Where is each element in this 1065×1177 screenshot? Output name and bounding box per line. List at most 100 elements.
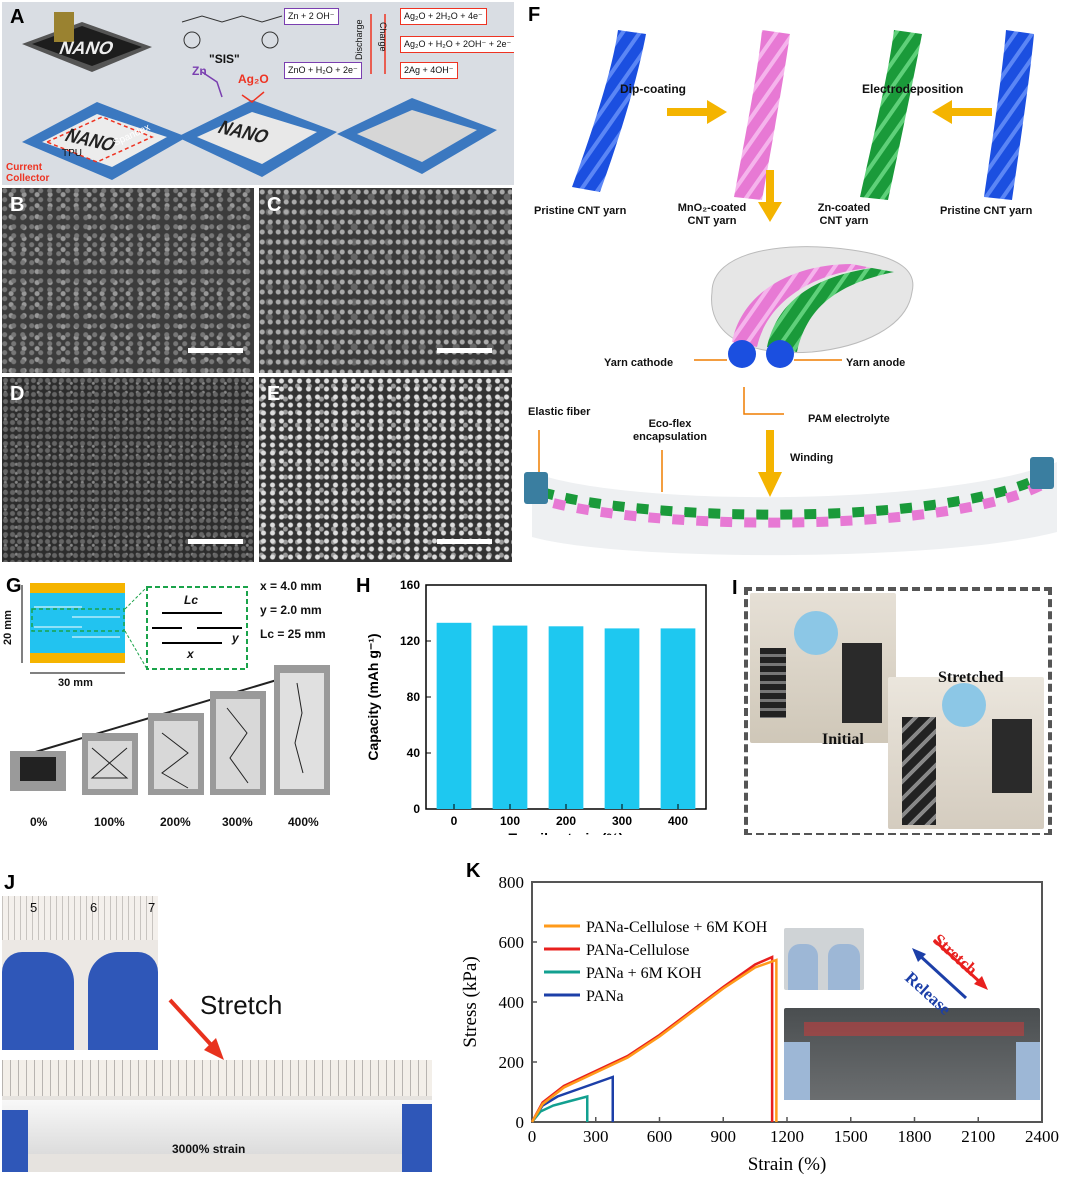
g-y-text: y = 2.0 mm xyxy=(260,603,322,617)
panel-a-tpu: TPU xyxy=(62,148,82,159)
yarn-pristine-right xyxy=(984,30,1034,200)
panel-a-current-collector: Current Collector xyxy=(6,162,50,184)
reaction-anode-2: ZnO + H₂O + 2e⁻ xyxy=(284,62,362,79)
g-x-text: x = 4.0 mm xyxy=(260,579,322,593)
battery-left xyxy=(760,648,786,718)
panel-e: E xyxy=(259,377,512,562)
ruler-bottom xyxy=(2,1060,432,1096)
panel-f-label: F xyxy=(528,4,541,26)
panel-i: I Initial Stretched xyxy=(732,573,1062,835)
label-pristine-left: Pristine CNT yarn xyxy=(534,205,627,217)
label-yarn-anode: Yarn anode xyxy=(846,357,906,369)
k-photo-glove-1 xyxy=(788,944,818,990)
panel-a: A NANO NANO NANO "SIS" TPU Spandex Curre… xyxy=(2,2,514,185)
h-ytick-label-2: 80 xyxy=(407,690,421,704)
panel-b: B xyxy=(2,188,254,373)
reaction-charge: Charge xyxy=(378,22,388,52)
panel-h: H 040801201600100200300400Tensile strain… xyxy=(356,573,726,835)
panel-h-label: H xyxy=(356,575,371,597)
panel-a-label: A xyxy=(10,6,25,28)
k-xtick-label-6: 1800 xyxy=(898,1127,932,1146)
g-y: y xyxy=(232,631,239,645)
panel-c-scale-bar xyxy=(437,348,492,353)
glove-bottom-right xyxy=(402,1104,432,1172)
glove-bottom-left xyxy=(2,1110,28,1172)
panel-g-label: G xyxy=(6,575,22,597)
g-strain-400: 400% xyxy=(288,815,319,829)
h-bar-0 xyxy=(436,622,472,809)
h-ytick-label-4: 160 xyxy=(400,578,420,592)
chart-h: 040801201600100200300400Tensile strain (… xyxy=(365,578,707,835)
panel-b-scale-bar xyxy=(188,348,243,353)
stretch-arrow xyxy=(168,998,224,1060)
k-xtick-label-5: 1500 xyxy=(834,1127,868,1146)
k-photo-glove-2 xyxy=(828,944,860,990)
panel-c: C xyxy=(259,188,512,373)
panel-j-label: J xyxy=(4,872,16,894)
panel-b-label: B xyxy=(10,194,25,216)
reaction-cathode-3: 2Ag + 4OH⁻ xyxy=(400,62,458,79)
k-legend-label-pana-6m-koh: PANa + 6M KOH xyxy=(586,965,702,982)
label-3000-strain: 3000% strain xyxy=(172,1142,246,1156)
reaction-anode-1: Zn + 2 OH⁻ xyxy=(284,8,339,25)
label-yarn-cathode: Yarn cathode xyxy=(604,357,674,369)
label-zn-coated: Zn-coated CNT yarn xyxy=(817,202,871,227)
h-bar-300 xyxy=(604,628,640,809)
g-strain-100: 100% xyxy=(94,815,125,829)
k-ytick-label-3: 600 xyxy=(499,933,525,952)
g-strain-0: 0% xyxy=(30,815,48,829)
panel-a-sis: "SIS" xyxy=(209,52,240,66)
h-bar-100 xyxy=(492,625,528,809)
glove-right xyxy=(88,952,158,1050)
wound-spring xyxy=(540,472,1045,528)
k-xtick-label-0: 0 xyxy=(528,1127,537,1146)
panel-a-nano-1: NANO xyxy=(56,38,117,58)
k-photo-glove-4 xyxy=(1016,1042,1040,1100)
panel-e-scale-bar xyxy=(437,539,492,544)
h-xlabel: Tensile strain (%) xyxy=(509,830,624,835)
k-ytick-label-2: 400 xyxy=(499,993,525,1012)
h-xtick-label-100: 100 xyxy=(500,814,520,828)
k-ylabel: Stress (kPa) xyxy=(460,956,481,1047)
k-photo-glove-3 xyxy=(784,1042,810,1100)
k-xtick-label-1: 300 xyxy=(583,1127,609,1146)
panel-a-zn: Zn xyxy=(192,64,207,78)
g-lc-text: Lc = 25 mm xyxy=(260,627,326,641)
g-x: x xyxy=(187,647,194,661)
panel-k-label: K xyxy=(466,860,481,882)
g-width: 30 mm xyxy=(58,677,93,689)
photo-stretched xyxy=(888,677,1044,829)
panel-f-schematic xyxy=(524,30,1057,556)
ruler-mark-6: 6 xyxy=(90,900,98,915)
h-ytick-label-1: 40 xyxy=(407,746,421,760)
k-photo-strip xyxy=(804,1022,1024,1036)
gel-strip xyxy=(2,1100,432,1154)
reaction-cathode-1: Ag₂O + 2H₂O + 4e⁻ xyxy=(400,8,487,25)
k-legend-label-pana: PANa xyxy=(586,988,624,1005)
k-xtick-label-3: 900 xyxy=(711,1127,737,1146)
h-ytick-label-3: 120 xyxy=(400,634,420,648)
k-series-pana-6m-koh xyxy=(531,1094,589,1123)
panel-c-label: C xyxy=(267,194,282,216)
panel-a-ag2o: Ag₂O xyxy=(238,72,269,86)
label-stretched: Stretched xyxy=(938,669,1004,686)
panel-e-label: E xyxy=(267,383,281,405)
reaction-discharge: Discharge xyxy=(354,19,364,60)
label-elastic-fiber: Elastic fiber xyxy=(528,406,591,418)
k-xlabel: Strain (%) xyxy=(748,1154,827,1175)
g-height: 20 mm xyxy=(2,610,14,645)
panel-d-label: D xyxy=(10,383,25,405)
panel-d-scale-bar xyxy=(188,539,243,544)
k-ytick-label-0: 0 xyxy=(516,1113,525,1132)
k-ytick-label-4: 800 xyxy=(499,873,525,892)
h-bar-200 xyxy=(548,626,584,809)
yarn-mno2 xyxy=(734,30,790,200)
h-ylabel: Capacity (mAh g⁻¹) xyxy=(365,633,381,760)
k-photo-large xyxy=(784,1008,1040,1100)
glove-left xyxy=(2,952,74,1050)
ruler-mark-7: 7 xyxy=(148,900,156,915)
label-mno2: MnO₂-coated CNT yarn xyxy=(677,202,747,227)
panel-i-frame xyxy=(744,587,1052,835)
k-xtick-label-7: 2100 xyxy=(961,1127,995,1146)
label-winding: Winding xyxy=(790,452,834,464)
